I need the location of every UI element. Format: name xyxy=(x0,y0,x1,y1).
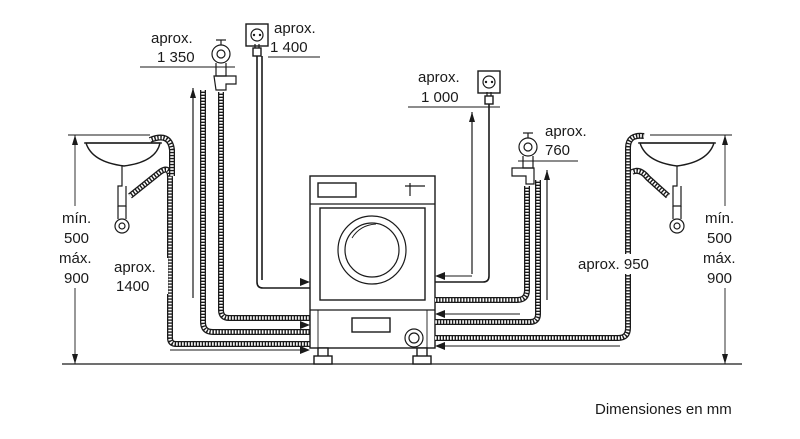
right-inlet-hose xyxy=(435,180,541,325)
left-cable-arrow xyxy=(300,278,310,286)
units-caption: Dimensiones en mm xyxy=(595,401,732,418)
right-sink-max-label: máx. xyxy=(703,250,736,267)
right-cable-arrow xyxy=(435,272,445,280)
right-hose-length: aprox. 950 xyxy=(578,256,649,273)
left-hose-length-line2: 1400 xyxy=(116,278,149,295)
left-power-cable xyxy=(256,56,310,289)
left-sink xyxy=(84,142,162,234)
right-drain-arrow xyxy=(435,342,445,350)
left-sink-max-value: 900 xyxy=(64,270,89,287)
socket-left-height-line2: 1 400 xyxy=(270,39,308,56)
socket-right-height-line1: aprox. xyxy=(418,69,460,86)
right-inlet-arrow xyxy=(435,310,445,318)
left-hose-length-line1: aprox. xyxy=(114,259,156,276)
left-drain-hose xyxy=(128,134,310,347)
left-sink-min-value: 500 xyxy=(64,230,89,247)
right-water-tap xyxy=(511,132,578,185)
tap-right-height-line1: aprox. xyxy=(545,123,587,140)
left-power-socket xyxy=(245,23,320,58)
left-sink-min-label: mín. xyxy=(62,210,91,227)
right-drain-hose xyxy=(435,132,671,341)
socket-left-height-line1: aprox. xyxy=(274,20,316,37)
right-power-socket xyxy=(408,70,501,108)
right-power-cable xyxy=(435,104,490,283)
right-sink-min-value: 500 xyxy=(707,230,732,247)
tap-left-height-line2: 1 350 xyxy=(157,49,195,66)
left-inlet-arrow xyxy=(300,321,310,329)
left-drain-arrow xyxy=(300,346,310,354)
left-water-tap xyxy=(140,39,237,91)
socket-right-height-line2: 1 000 xyxy=(421,89,459,106)
right-sink-min-label: mín. xyxy=(705,210,734,227)
tap-right-height-line2: 760 xyxy=(545,142,570,159)
right-sink xyxy=(638,142,716,234)
left-sink-max-label: máx. xyxy=(59,250,92,267)
right-sink-max-value: 900 xyxy=(707,270,732,287)
washing-machine xyxy=(309,175,436,365)
tap-left-height-line1: aprox. xyxy=(151,30,193,47)
left-inlet-hose xyxy=(200,90,310,335)
